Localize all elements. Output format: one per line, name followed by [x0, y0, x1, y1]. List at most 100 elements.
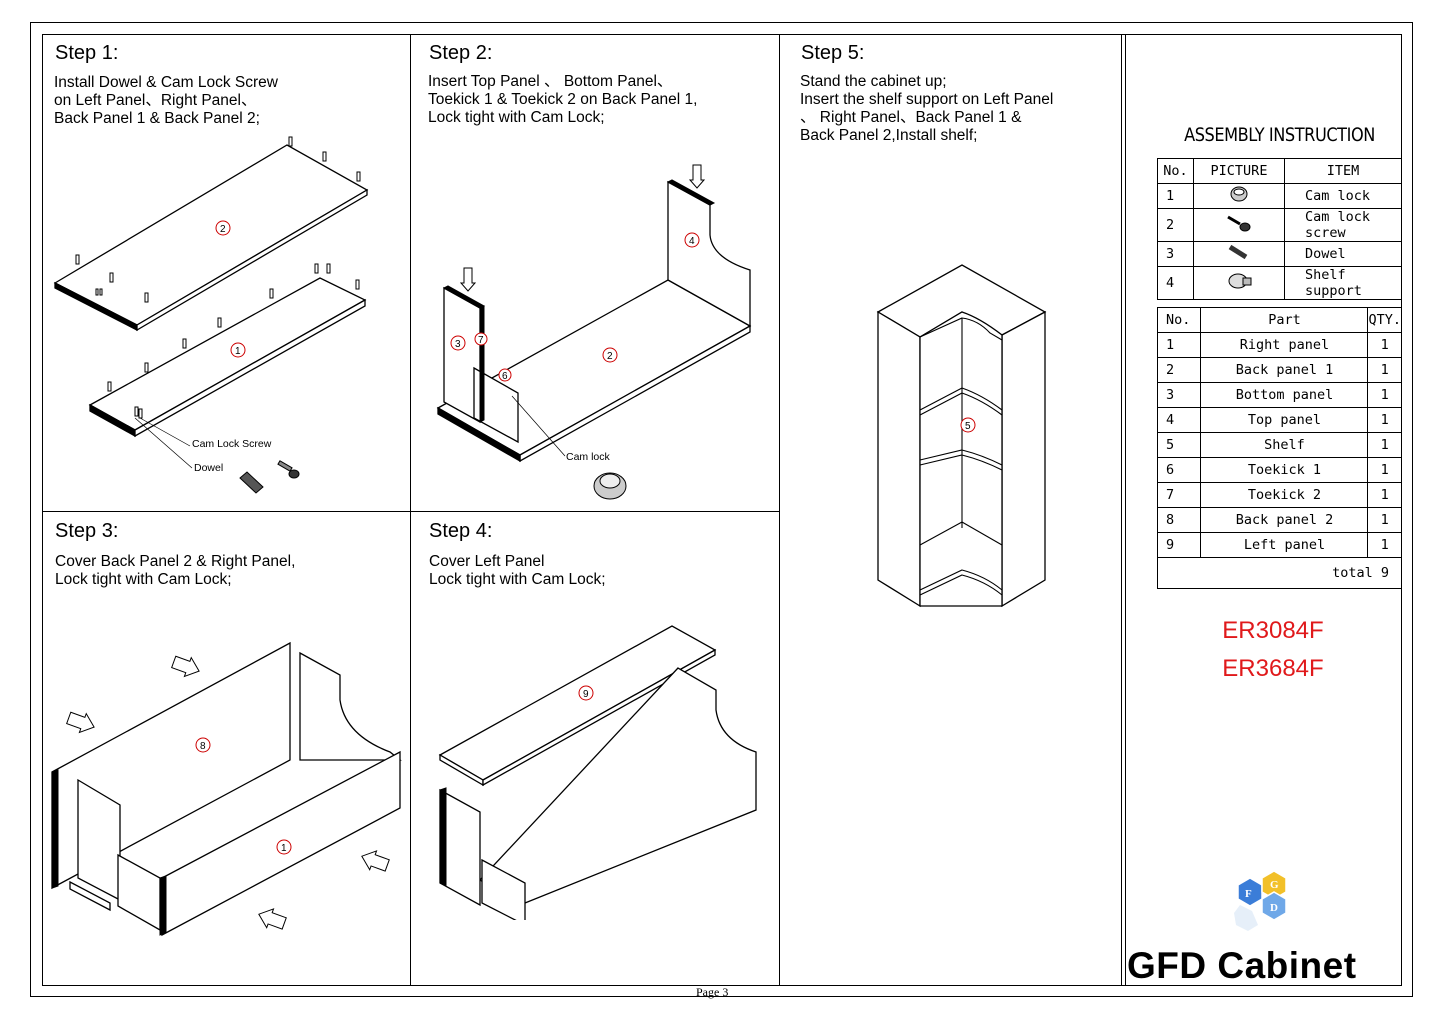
model-number: ER3084F [1222, 617, 1324, 644]
step5-title: Step 5: [801, 42, 865, 64]
hw-header-no: No. [1157, 158, 1194, 184]
part-name: Right panel [1200, 332, 1369, 358]
cam-lock-icon [593, 472, 627, 500]
parts-header-no: No. [1156, 307, 1202, 333]
step1-text: Install Dowel & Cam Lock Screw on Left P… [54, 74, 278, 127]
step4-title: Step 4: [429, 520, 493, 542]
part-no: 6 [1156, 457, 1202, 483]
step1-illustration: Cam Lock Screw Dowel 2 1 [53, 136, 369, 494]
part-no: 1 [1156, 332, 1202, 358]
hw-item: Cam lock [1284, 183, 1402, 209]
logo-letter: F [1245, 888, 1252, 900]
part-qty: 1 [1367, 457, 1402, 483]
part-no: 3 [1156, 382, 1202, 408]
cam-lock-screw-icon [277, 460, 300, 479]
part-qty: 1 [1367, 357, 1402, 383]
part-no: 7 [1156, 482, 1202, 508]
table-row: 2 Cam lock screw [1157, 208, 1402, 242]
page-inner-border [42, 34, 1402, 986]
part-name: Back panel 2 [1200, 507, 1369, 533]
part-no: 2 [1156, 357, 1202, 383]
panel-number: 5 [965, 421, 971, 432]
part-qty: 1 [1367, 432, 1402, 458]
hw-no: 4 [1157, 266, 1194, 300]
model-number: ER3684F [1222, 655, 1324, 682]
brand-name: GFD Cabinet [1127, 945, 1357, 986]
logo-letter: G [1270, 879, 1279, 891]
part-qty: 1 [1367, 407, 1402, 433]
part-qty: 1 [1367, 532, 1402, 558]
dowel-callout: Dowel [194, 462, 223, 474]
part-no: 8 [1156, 507, 1202, 533]
logo-letter: D [1270, 902, 1278, 914]
step3-text: Cover Back Panel 2 & Right Panel, Lock t… [55, 553, 296, 588]
part-name: Back panel 1 [1200, 357, 1369, 383]
step4-illustration: 9 [438, 625, 757, 920]
panel-number: 7 [478, 335, 484, 346]
panel-number: 9 [583, 689, 589, 700]
cam-lock-screw-icon [1227, 215, 1251, 232]
parts-header-qty: QTY. [1367, 307, 1402, 333]
dowel-icon [1228, 244, 1248, 260]
hw-header-picture: PICTURE [1193, 158, 1285, 184]
panel-number: 1 [281, 843, 287, 854]
hw-item: Dowel [1284, 241, 1402, 267]
part-qty: 1 [1367, 482, 1402, 508]
table-row: 4 Shelf support [1157, 266, 1402, 300]
hw-no: 2 [1157, 208, 1194, 242]
divider [1125, 34, 1126, 986]
divider [1121, 34, 1122, 986]
hardware-table: No. PICTURE ITEM 1 Cam lock 2 Cam lock s… [1157, 158, 1402, 300]
divider [42, 511, 779, 512]
part-no: 9 [1156, 532, 1202, 558]
step3-illustration: 8 1 [51, 641, 402, 937]
divider [779, 34, 780, 986]
step4-text: Cover Left Panel Lock tight with Cam Loc… [429, 553, 606, 588]
part-no: 5 [1156, 432, 1202, 458]
step2-illustration: Cam lock 4 2 3 7 6 [436, 164, 752, 500]
part-qty: 1 [1367, 507, 1402, 533]
part-name: Shelf [1200, 432, 1369, 458]
part-no: 4 [1156, 407, 1202, 433]
part-name: Top panel [1200, 407, 1369, 433]
hw-no: 3 [1157, 241, 1194, 267]
step2-text: Insert Top Panel 、 Bottom Panel、 Toekick… [428, 73, 698, 126]
panel-number: 2 [607, 351, 613, 362]
parts-total: total 9 [1157, 557, 1402, 589]
part-name: Left panel [1200, 532, 1369, 558]
page-outer-border [30, 22, 1413, 997]
panel-number: 1 [235, 346, 241, 357]
panel-number: 4 [689, 236, 695, 247]
panel-number: 6 [502, 371, 508, 382]
panel-number: 8 [200, 741, 206, 752]
step3-title: Step 3: [55, 520, 119, 542]
part-name: Toekick 1 [1200, 457, 1369, 483]
cam-lock-icon [1230, 186, 1248, 202]
step5-illustration: 5 [876, 264, 1047, 608]
page-number: Page 3 [696, 985, 729, 999]
hw-item: Cam lock screw [1284, 208, 1402, 242]
step1-title: Step 1: [55, 42, 119, 64]
hw-header-item: ITEM [1284, 158, 1402, 184]
table-row: 1 Cam lock [1157, 183, 1402, 209]
hw-no: 1 [1157, 183, 1194, 209]
panel-number: 3 [455, 339, 461, 350]
step2-title: Step 2: [429, 42, 493, 64]
table-row: total 9 [1157, 557, 1402, 589]
parts-header-part: Part [1200, 307, 1369, 333]
part-name: Toekick 2 [1200, 482, 1369, 508]
divider [410, 34, 411, 986]
dowel-icon [239, 471, 264, 494]
part-qty: 1 [1367, 382, 1402, 408]
shelf-support-icon [1228, 273, 1252, 289]
cam-lock-callout: Cam lock [566, 451, 611, 463]
panel-number: 2 [220, 224, 226, 235]
